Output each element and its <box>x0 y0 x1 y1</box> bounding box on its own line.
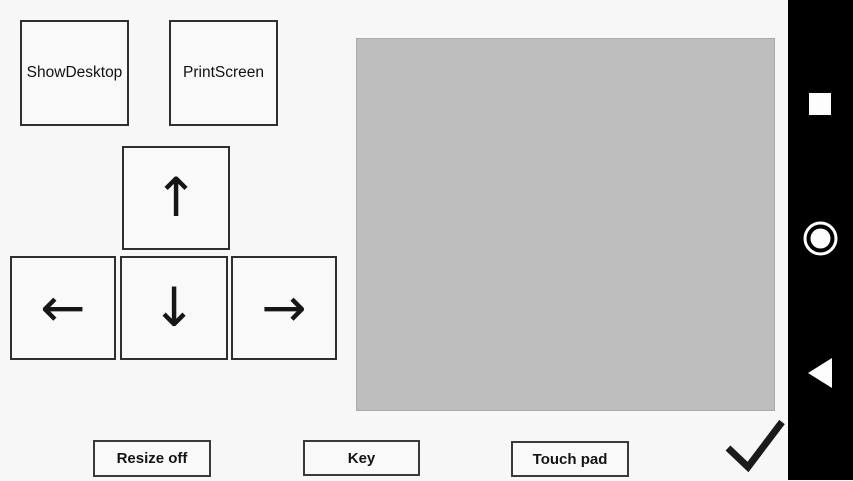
touchpad-mode-label: Touch pad <box>532 450 608 468</box>
arrow-up-icon: ↑ <box>153 166 199 229</box>
arrow-left-icon: ← <box>40 276 86 339</box>
arrow-right-key-button[interactable]: → <box>231 256 337 360</box>
checkmark-icon <box>725 419 785 473</box>
touchpad-mode-button[interactable]: Touch pad <box>511 441 629 477</box>
triangle-left-icon <box>808 358 832 388</box>
back-triangle-icon[interactable] <box>808 358 832 388</box>
key-mode-button[interactable]: Key <box>303 440 420 476</box>
home-circle-icon[interactable] <box>803 221 838 256</box>
key-mode-label: Key <box>347 449 376 467</box>
arrow-down-icon: ↓ <box>151 276 197 339</box>
arrow-right-icon: → <box>261 276 307 339</box>
confirm-button[interactable] <box>720 414 788 476</box>
arrow-left-key-button[interactable]: ← <box>10 256 116 360</box>
android-navigation-bar <box>788 0 853 480</box>
show-desktop-key-button[interactable]: ShowDesktop <box>20 20 129 126</box>
circle-outline-icon <box>803 221 838 256</box>
show-desktop-label: ShowDesktop <box>26 64 123 81</box>
resize-toggle-button[interactable]: Resize off <box>93 440 211 477</box>
arrow-up-key-button[interactable]: ↑ <box>122 146 230 250</box>
arrow-down-key-button[interactable]: ↓ <box>120 256 228 360</box>
print-screen-label: PrintScreen <box>183 64 264 81</box>
touchpad-surface[interactable] <box>356 38 775 411</box>
print-screen-key-button[interactable]: PrintScreen <box>169 20 278 126</box>
recents-square-icon[interactable] <box>809 93 831 115</box>
resize-toggle-label: Resize off <box>116 450 188 467</box>
